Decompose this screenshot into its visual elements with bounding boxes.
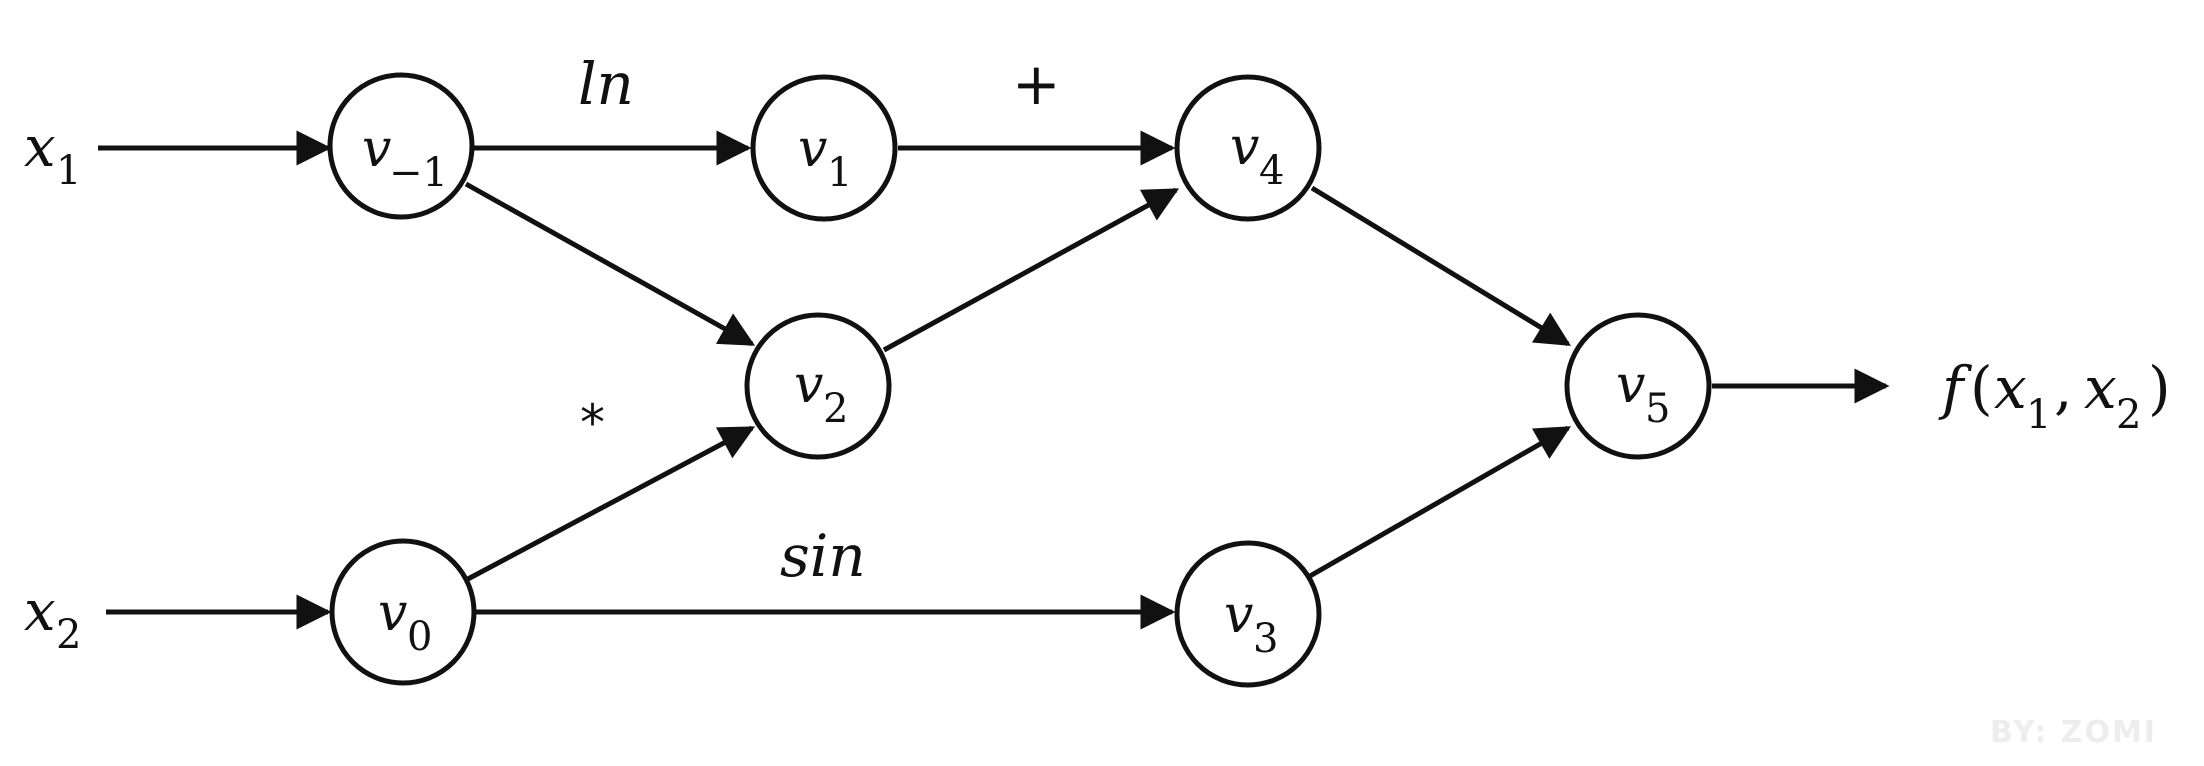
edge-v0-to-v2 (464, 425, 756, 583)
node-v2: v 2 (744, 312, 892, 460)
node-v2-base: v (794, 355, 823, 415)
op-label-plus: + (1012, 50, 1061, 118)
node-v1: v 1 (750, 74, 898, 222)
node-v-minus1: v −1 (327, 72, 475, 220)
node-v1-sub: 1 (827, 150, 852, 196)
node-v0: v 0 (329, 538, 477, 686)
output-open-paren: ( (1970, 354, 1993, 422)
output-x2-sub: 2 (2116, 392, 2141, 438)
watermark: BY: ZOMI (1990, 715, 2157, 750)
output-comma: , (2054, 354, 2072, 422)
edge-v-minus1-to-v2 (464, 181, 756, 347)
output-f: f (1938, 354, 1973, 422)
node-v-minus1-base: v (362, 119, 391, 179)
input-x2-base: x (24, 579, 56, 644)
op-label-multiply: * (580, 394, 605, 452)
input-x1-base: x (24, 115, 56, 180)
node-v5: v 5 (1564, 312, 1712, 460)
output-x1-sub: 1 (2026, 392, 2051, 438)
output-x2-base: x (2084, 354, 2117, 422)
node-v-minus1-sub: −1 (389, 150, 448, 196)
input-x1: x 1 (24, 115, 81, 194)
edge-v2-to-v4 (882, 187, 1180, 353)
op-label-ln: ln (578, 50, 634, 118)
input-x2-sub: 2 (56, 612, 81, 658)
op-label-sin: sin (780, 522, 866, 590)
edge-v4-to-v5 (1310, 185, 1571, 347)
node-v3-base: v (1224, 585, 1253, 645)
node-v5-sub: 5 (1645, 386, 1670, 432)
input-x2: x 2 (24, 579, 81, 658)
edges (98, 130, 1890, 630)
node-v3: v 3 (1174, 540, 1322, 688)
node-v4-base: v (1230, 117, 1259, 177)
output-label: f ( x 1 , x 2 ) (1938, 354, 2171, 438)
node-v5-base: v (1616, 355, 1645, 415)
output-close-paren: ) (2148, 354, 2171, 422)
node-v4: v 4 (1174, 74, 1322, 222)
node-v3-sub: 3 (1253, 616, 1278, 662)
node-v0-base: v (378, 583, 407, 643)
node-v0-sub: 0 (407, 614, 432, 660)
output-x1-base: x (1994, 354, 2027, 422)
node-v4-sub: 4 (1259, 148, 1284, 194)
edge-v3-to-v5 (1308, 425, 1572, 579)
input-x1-sub: 1 (56, 148, 81, 194)
node-v2-sub: 2 (823, 386, 848, 432)
node-v1-base: v (798, 119, 827, 179)
